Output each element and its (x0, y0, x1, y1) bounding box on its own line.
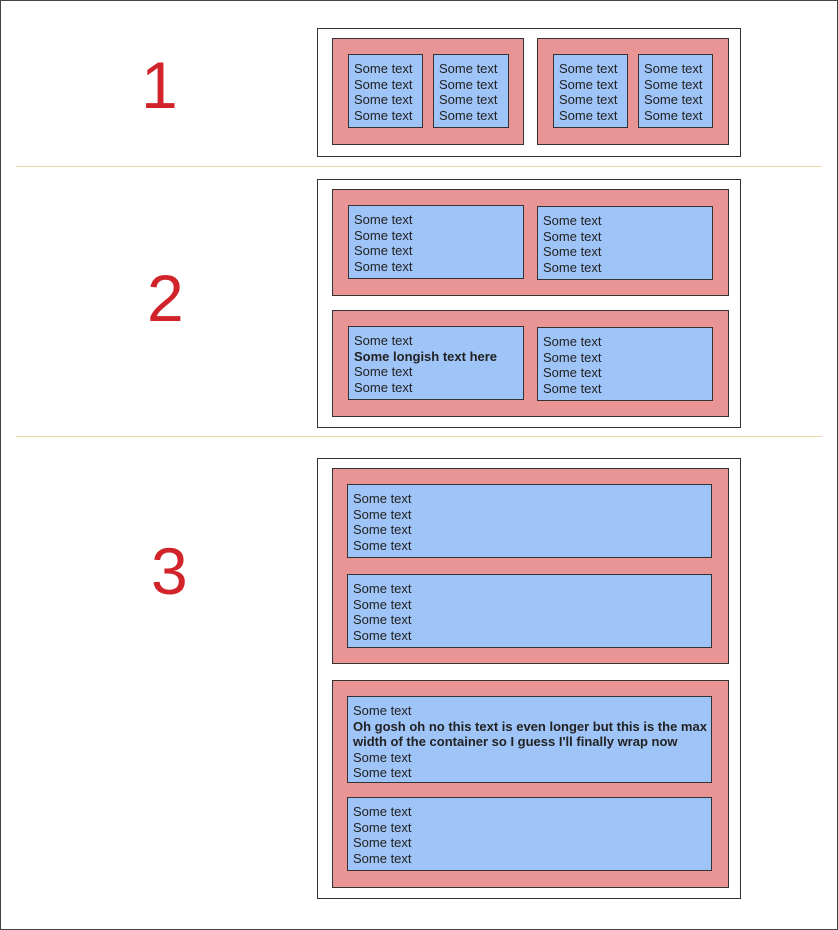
text-line: Some text (559, 92, 618, 108)
text-box: Some text Some text Some text Some text (537, 206, 713, 280)
text-line: Some text (644, 92, 703, 108)
section-divider (16, 436, 822, 437)
section-divider (16, 166, 822, 167)
text-line: Some text (354, 61, 413, 76)
text-line: Some text (644, 107, 703, 123)
text-line: Some text (354, 379, 413, 395)
text-line: Some text (354, 107, 413, 123)
text-line: Some text (353, 522, 412, 538)
text-line: Some text (353, 596, 412, 612)
text-line: Some text (439, 92, 498, 108)
text-line: Some text (353, 703, 412, 718)
text-line: Some text (644, 61, 703, 76)
text-box: Some text Some longish text here Some te… (348, 326, 524, 400)
text-box: Some text Some text Some text Some text (433, 54, 509, 128)
text-box: Some text Some text Some text Some text (348, 205, 524, 279)
text-line-bold-wrapping: Oh gosh oh no this text is even longer b… (353, 718, 707, 750)
text-box: Some text Some text Some text Some text (347, 574, 712, 648)
text-line: Some text (439, 76, 498, 92)
text-line: Some text (354, 333, 413, 348)
section-number: 2 (147, 261, 184, 335)
text-line: Some text (543, 349, 602, 365)
text-line: Some text (353, 804, 412, 819)
text-line: Some text (353, 765, 412, 781)
text-line: Some text (559, 61, 618, 76)
section-number: 3 (151, 534, 188, 608)
text-line: Some text (353, 491, 412, 506)
text-line-bold: Some longish text here (354, 348, 498, 364)
text-line: Some text (354, 212, 413, 227)
text-box: Some text Some text Some text Some text (348, 54, 423, 128)
text-line: Some text (354, 243, 413, 259)
section-number: 1 (141, 48, 178, 122)
text-line: Some text (543, 228, 602, 244)
text-line: Some text (644, 76, 703, 92)
text-line: Some text (354, 92, 413, 108)
text-line: Some text (354, 76, 413, 92)
text-line: Some text (353, 612, 412, 628)
text-line: Some text (543, 213, 602, 228)
text-line: Some text (353, 850, 412, 866)
text-line: Some text (353, 627, 412, 643)
text-box: Some text Oh gosh oh no this text is eve… (347, 696, 712, 783)
text-line: Some text (353, 581, 412, 596)
text-line: Some text (543, 334, 602, 349)
text-line: Some text (353, 819, 412, 835)
text-box: Some text Some text Some text Some text (347, 484, 712, 558)
text-line: Some text (559, 107, 618, 123)
text-line: Some text (354, 227, 413, 243)
text-line: Some text (439, 107, 498, 123)
text-box: Some text Some text Some text Some text (537, 327, 713, 401)
text-line: Some text (353, 749, 412, 765)
text-line: Some text (559, 76, 618, 92)
text-line: Some text (354, 364, 413, 380)
text-line: Some text (543, 365, 602, 381)
text-box: Some text Some text Some text Some text (638, 54, 713, 128)
text-box: Some text Some text Some text Some text (347, 797, 712, 871)
text-box: Some text Some text Some text Some text (553, 54, 628, 128)
text-line: Some text (543, 380, 602, 396)
text-line: Some text (543, 244, 602, 260)
text-line: Some text (439, 61, 498, 76)
text-line: Some text (543, 259, 602, 275)
text-line: Some text (353, 537, 412, 553)
text-line: Some text (353, 835, 412, 851)
text-line: Some text (353, 506, 412, 522)
text-line: Some text (354, 258, 413, 274)
